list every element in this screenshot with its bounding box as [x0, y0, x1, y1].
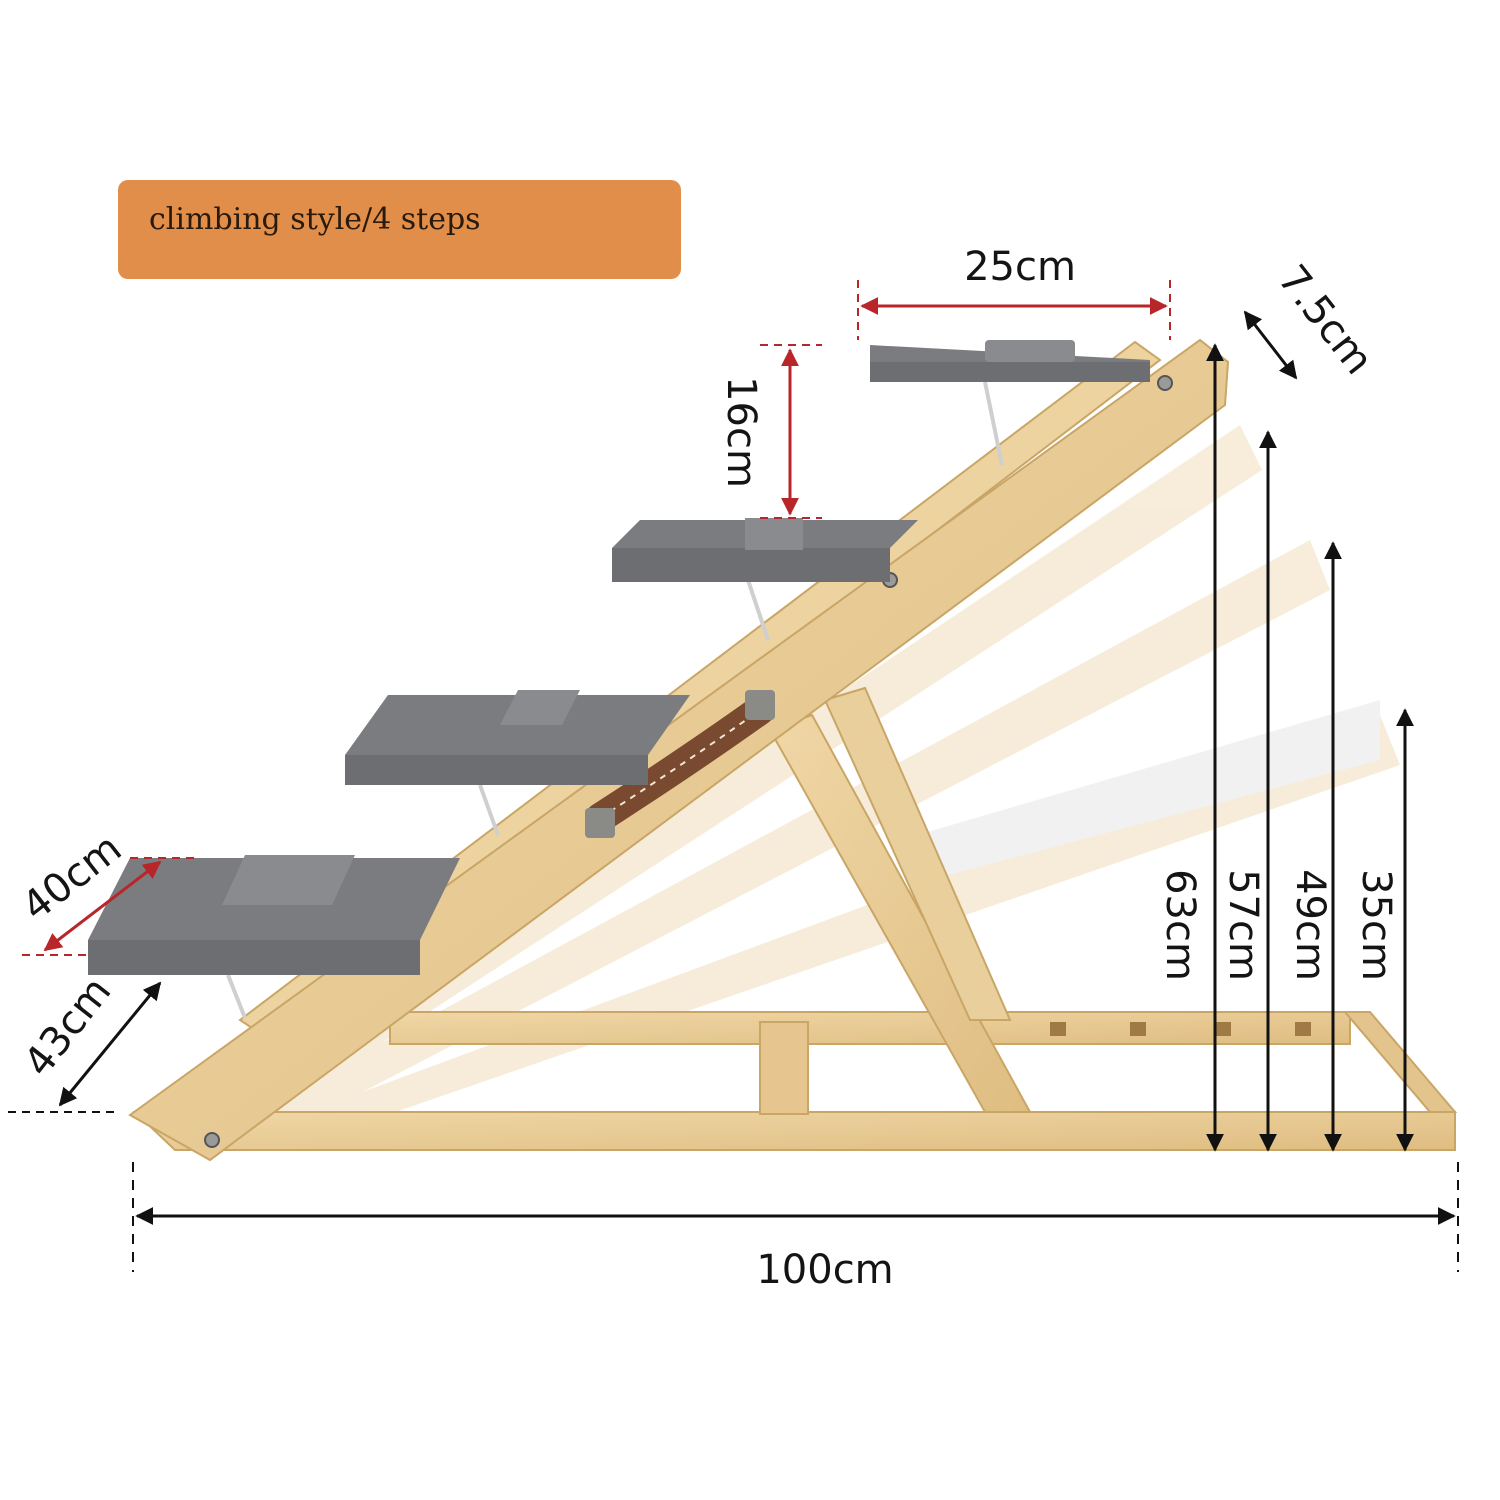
label-height-57: 57cm [1220, 869, 1266, 981]
dim-step-rise: 16cm [718, 344, 822, 519]
dim-height-63: 63cm [1157, 343, 1224, 1152]
dim-height-49: 49cm [1287, 541, 1342, 1152]
step-1 [88, 855, 460, 1019]
dim-top-step-width: 25cm [857, 244, 1171, 340]
style-banner: climbing style/4 steps [118, 180, 681, 279]
step-4 [870, 340, 1150, 466]
base-crossbar [759, 1021, 809, 1115]
base-frame [132, 1011, 1458, 1151]
support-leg-back [823, 686, 1012, 1021]
step-3 [612, 518, 918, 641]
label-step-rise: 16cm [718, 376, 764, 488]
handle-clip-top [745, 690, 775, 720]
dim-step-depth: 7.5cm [1243, 257, 1382, 383]
dim-leg-length: 43cm [8, 969, 162, 1113]
bolt [204, 1132, 220, 1148]
label-height-35: 35cm [1353, 869, 1399, 981]
base-rail-right [1342, 1011, 1458, 1113]
label-total-length: 100cm [756, 1247, 893, 1293]
label-leg-length: 43cm [15, 969, 120, 1085]
carpet-steps [88, 340, 1150, 1019]
dim-heights: 63cm 57cm 49cm 35cm [1157, 343, 1414, 1152]
dim-height-35: 35cm [1353, 708, 1414, 1152]
ghost-ramp-49 [230, 540, 1330, 1140]
handle-clip-bottom [585, 808, 615, 838]
label-height-63: 63cm [1157, 869, 1203, 981]
label-top-step-width: 25cm [964, 244, 1076, 290]
dim-total-length: 100cm [132, 1162, 1459, 1293]
step-2 [345, 690, 690, 836]
dim-height-57: 57cm [1220, 430, 1277, 1152]
bolt [1157, 375, 1173, 391]
base-rail-front [132, 1111, 1456, 1151]
banner-label: climbing style/4 steps [149, 202, 481, 237]
base-rail-back [389, 1011, 1351, 1045]
label-height-49: 49cm [1287, 869, 1333, 981]
carry-handle [585, 690, 775, 838]
